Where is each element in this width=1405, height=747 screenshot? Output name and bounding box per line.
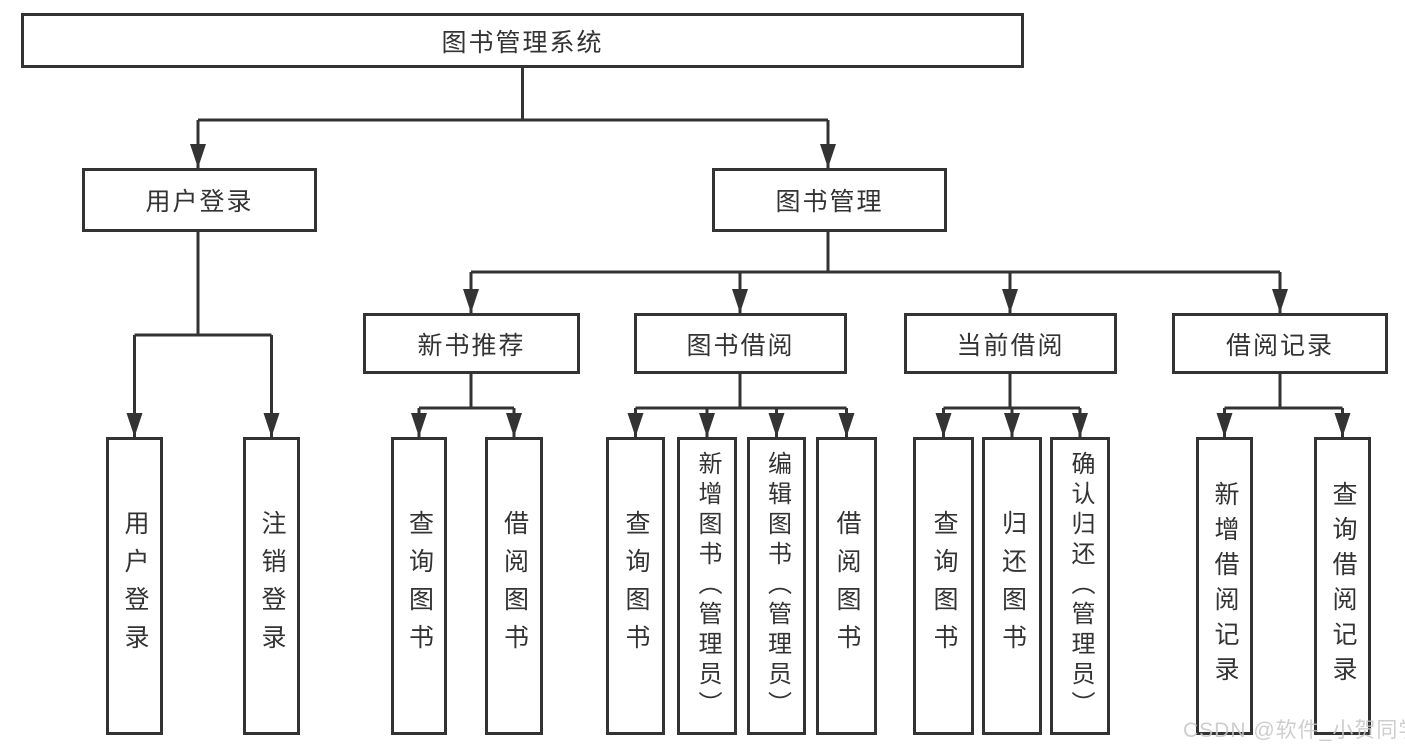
leaf-add-books-admin: 新增图书（管理员） — [677, 437, 737, 735]
leaf-borrow-books-recommend: 借阅图书 — [485, 437, 543, 735]
leaf-borrow-books: 借阅图书 — [816, 437, 877, 735]
csdn-watermark: CSDN @软件_小贺同学 — [1183, 719, 1405, 742]
node-user-login: 用户登录 — [82, 168, 317, 232]
leaf-confirm-return-admin: 确认归还（管理员） — [1050, 437, 1110, 735]
node-book-management: 图书管理 — [712, 168, 947, 232]
node-current-borrowing: 当前借阅 — [904, 313, 1117, 374]
leaf-user-login: 用户登录 — [106, 437, 163, 735]
node-library-management-system: 图书管理系统 — [21, 13, 1024, 68]
leaf-logout: 注销登录 — [243, 437, 300, 735]
leaf-query-books-recommend: 查询图书 — [391, 437, 447, 735]
leaf-return-books: 归还图书 — [982, 437, 1042, 735]
leaf-add-borrow-record: 新增借阅记录 — [1196, 437, 1253, 735]
node-borrowing-records: 借阅记录 — [1172, 313, 1388, 374]
leaf-query-books-current: 查询图书 — [913, 437, 974, 735]
leaf-edit-books-admin: 编辑图书（管理员） — [747, 437, 806, 735]
leaf-query-books-borrow: 查询图书 — [606, 437, 665, 735]
node-new-book-recommendation: 新书推荐 — [363, 313, 580, 374]
leaf-query-borrow-record: 查询借阅记录 — [1314, 437, 1371, 735]
node-book-borrowing: 图书借阅 — [634, 313, 847, 374]
